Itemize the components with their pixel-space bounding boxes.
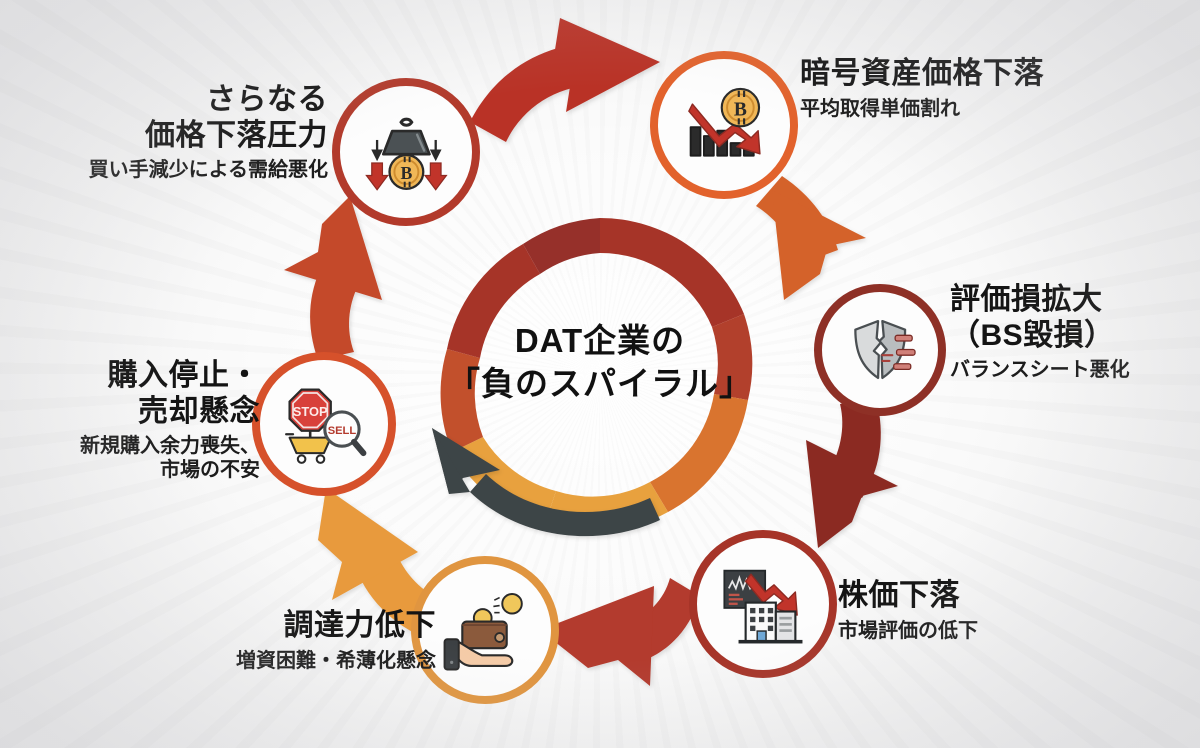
weight-on-bitcoin-icon: B [364,117,448,191]
label-node-2-title: 評価損拡大 [950,283,1103,316]
node-4-icon-wrap [425,570,545,690]
svg-text:B: B [400,163,412,183]
building-stock-decline-icon [723,569,803,644]
bitcoin-declining-chart-icon: B [687,87,761,157]
svg-text:B: B [733,99,746,120]
label-node-6: さらなる 価格下落圧力 買い手減少による需給悪化 [8,82,328,182]
arrow-node3-to-node4 [540,578,700,686]
center-title: DAT企業の 「負のスパイラル」 [430,320,770,406]
node-2-icon-wrap [832,302,928,398]
inner-arc-red-topleft [523,218,600,274]
broken-shield-icon [854,320,916,380]
stop-cart-sell-magnifier-icon: STOP SELL [285,388,367,464]
arrow-node2-to-node3 [806,398,898,548]
inner-arc-red-top [600,218,744,327]
center-title-line1: DAT企業の [514,322,686,359]
label-node-2-title-line2: （BS毀損） [950,319,1115,352]
label-node-3-subtitle: 市場評価の低下 [838,620,978,642]
label-node-6-title-line2: 価格下落圧力 [145,119,328,152]
label-node-2-subtitle: バランスシート悪化 [950,359,1130,381]
label-node-6-subtitle: 買い手減少による需給悪化 [88,159,328,181]
label-node-4-title: 調達力低下 [283,609,436,642]
label-node-5: 購入停止・ 売却懸念 新規購入余力喪失、 市場の不安 [10,358,260,483]
label-node-1: 暗号資産価格下落 平均取得単価割れ [800,56,1130,121]
label-node-3: 株価下落 市場評価の低下 [838,578,1098,643]
inner-arc-orange-bottomright [650,394,748,512]
arrow-node6-to-node1 [470,18,660,142]
label-node-4: 調達力低下 増資困難・希薄化懸念 [106,608,436,673]
label-node-1-title: 暗号資産価格下落 [800,57,1044,90]
label-node-5-subtitle: 新規購入余力喪失、 [80,435,260,457]
inner-arc-orange-bottom [545,482,668,532]
hand-wallet-coins-icon [443,592,523,671]
node-3-icon-wrap [703,544,823,664]
label-node-5-subtitle2: 市場の不安 [160,459,260,482]
inner-arc-orange-bottomleft [452,437,556,524]
stop-sign-text: STOP [293,404,328,419]
inner-gray-arrow [432,428,660,537]
node-5-icon-wrap: STOP SELL [266,366,382,482]
sell-magnifier-text: SELL [328,425,357,437]
arrow-node1-to-node2 [756,176,866,300]
arrow-node5-to-node6 [284,196,382,360]
label-node-2: 評価損拡大 （BS毀損） バランスシート悪化 [950,282,1200,382]
label-node-4-subtitle: 増資困難・希薄化懸念 [236,650,436,672]
label-node-3-title: 株価下落 [838,579,960,612]
label-node-5-title-line2: 売却懸念 [138,395,260,428]
center-title-line2: 「負のスパイラル」 [447,364,753,402]
node-6-icon-wrap: B [346,92,466,212]
label-node-1-subtitle: 平均取得単価割れ [800,98,960,120]
node-1-icon-wrap: B [664,65,784,185]
label-node-5-title: 購入停止・ [107,359,260,392]
label-node-6-title: さらなる [206,83,328,116]
